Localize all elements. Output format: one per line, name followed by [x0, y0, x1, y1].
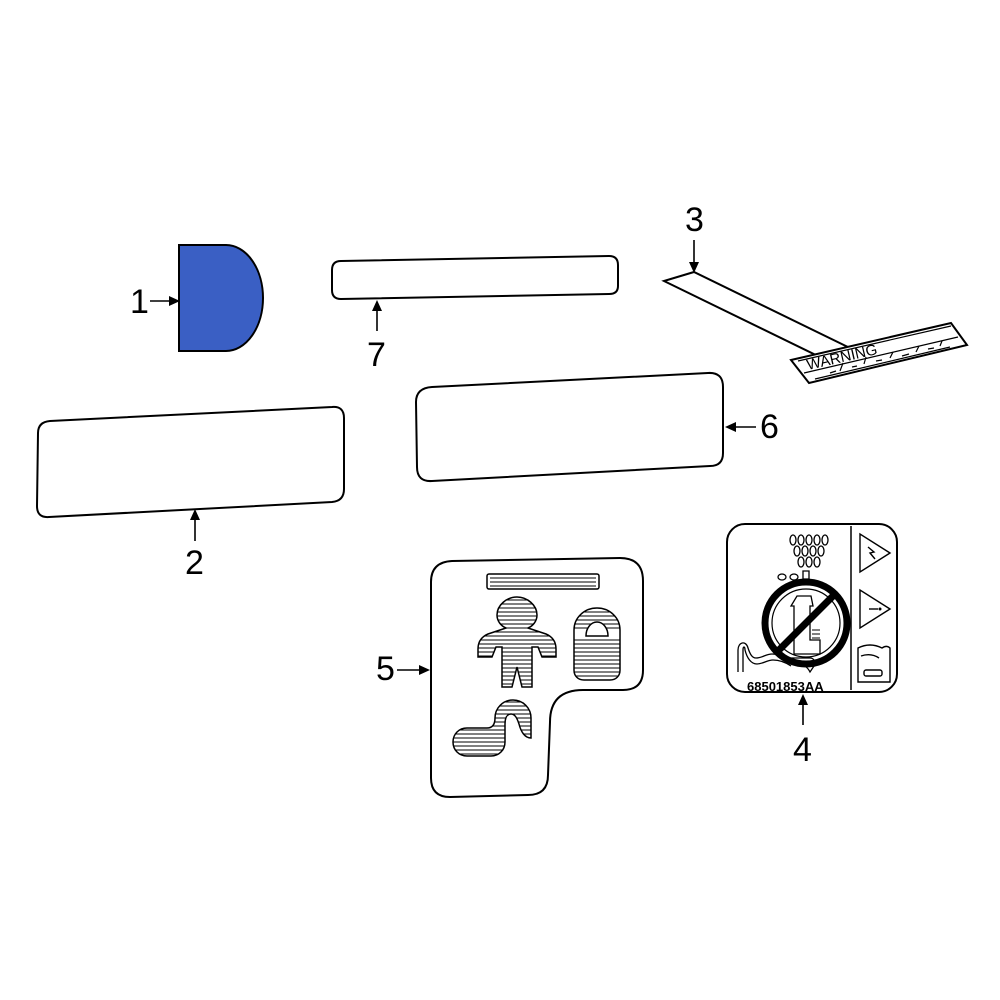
callout-6-label: 6	[760, 408, 779, 446]
callout-1-label: 1	[130, 283, 149, 321]
callout-4[interactable]: 4	[793, 694, 812, 769]
electrical-warning-icon	[859, 532, 892, 574]
callout-3-label: 3	[685, 201, 704, 239]
part-1-label[interactable]	[178, 244, 264, 352]
seatbelt-hose-icon	[737, 642, 816, 674]
callout-5[interactable]: 5	[376, 650, 430, 688]
callout-4-label: 4	[793, 731, 812, 769]
part-3-plate	[789, 321, 969, 385]
callout-2[interactable]: 2	[185, 509, 204, 582]
callout-7-label: 7	[367, 336, 386, 374]
no-child-seat-icon	[761, 578, 851, 668]
callout-2-label: 2	[185, 544, 204, 582]
part-5-label[interactable]	[430, 556, 644, 799]
callout-7[interactable]: 7	[367, 300, 386, 374]
callout-6[interactable]: 6	[725, 408, 779, 446]
part-4-label[interactable]: 68501853AA	[726, 523, 898, 694]
caution-warning-icon	[859, 588, 892, 630]
child-seat-icon	[573, 607, 621, 681]
callout-1[interactable]: 1	[130, 283, 180, 321]
part-6-label[interactable]	[414, 371, 724, 483]
callout-5-label: 5	[376, 650, 395, 688]
part-7-label[interactable]	[331, 254, 619, 301]
callout-3[interactable]: 3	[685, 201, 704, 273]
manual-book-icon	[857, 644, 891, 683]
part-3-warning-plate[interactable]: WARNING	[661, 270, 969, 385]
part-2-label[interactable]	[35, 405, 345, 519]
airbag-deploy-icon	[777, 534, 829, 581]
part-3-strip	[661, 270, 855, 360]
part-4-part-number: 68501853AA	[747, 679, 824, 694]
